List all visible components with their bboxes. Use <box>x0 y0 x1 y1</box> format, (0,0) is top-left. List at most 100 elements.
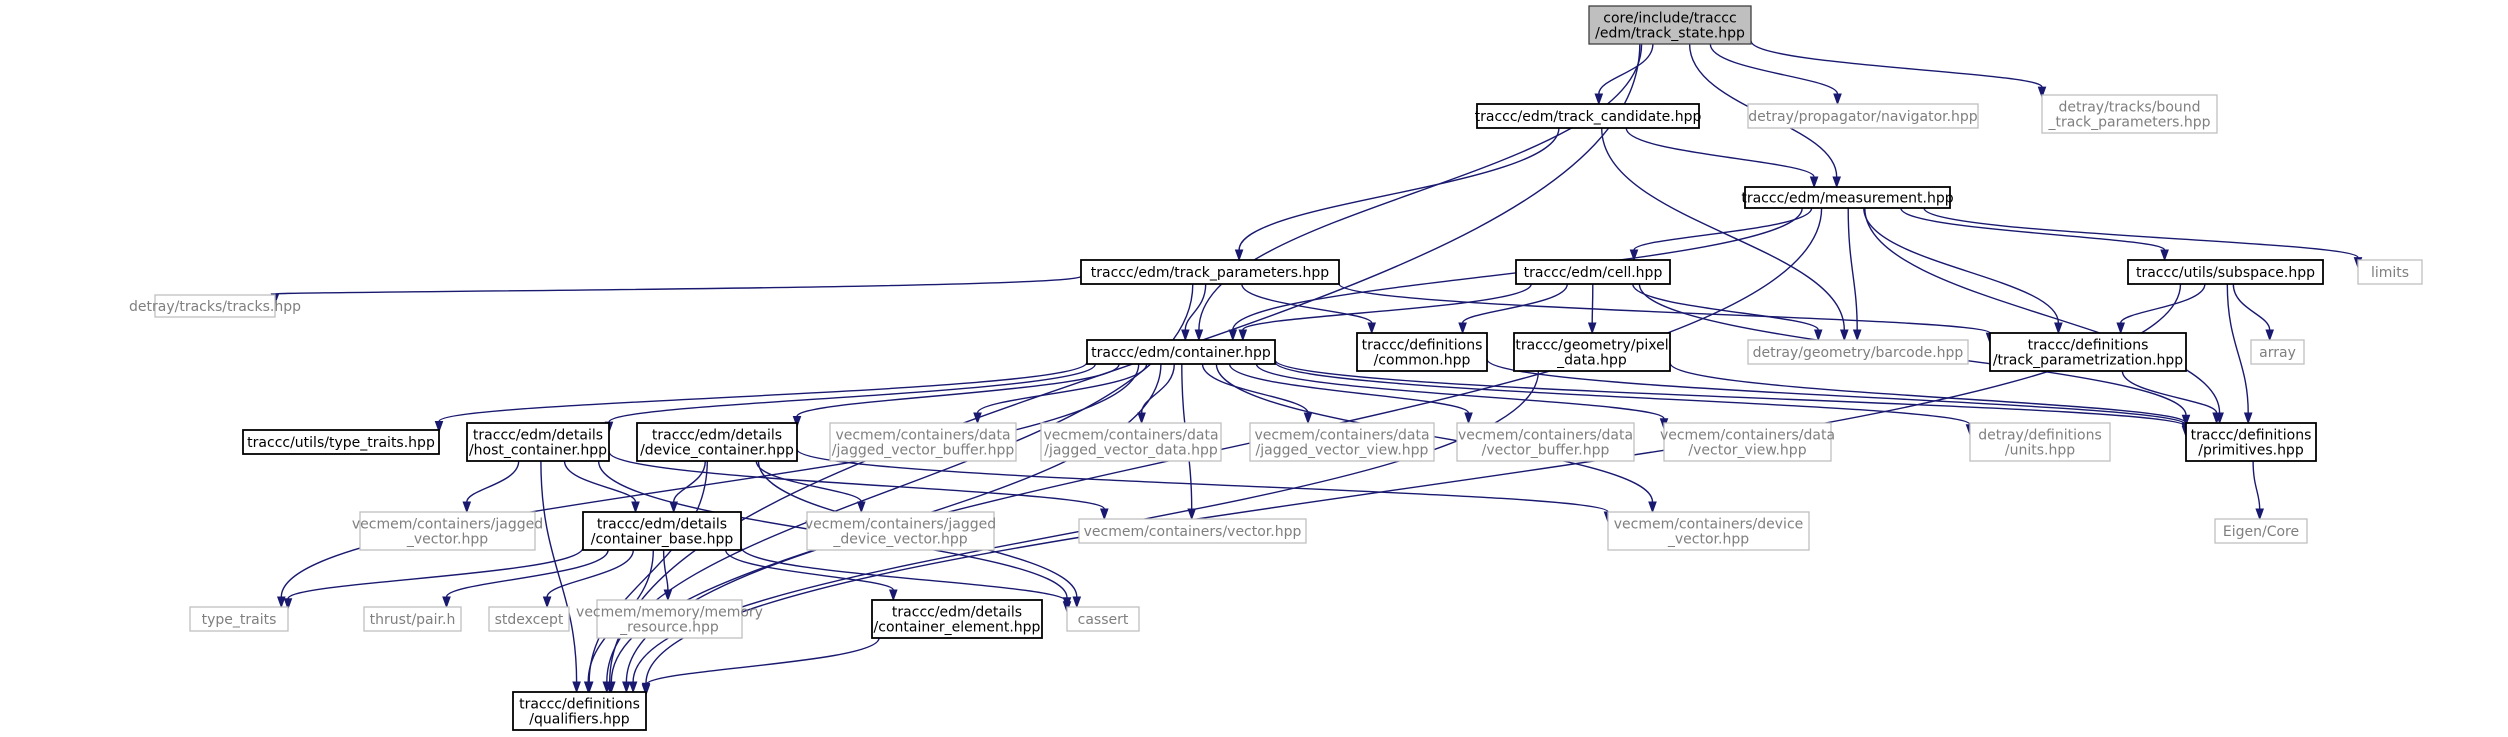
node-label: traccc/edm/container.hpp <box>1091 345 1271 361</box>
edge-common-to-primitives <box>1486 358 2187 426</box>
node-vecmem-vector: vecmem/containers/vector.hpp <box>1078 518 1307 544</box>
node-label: vecmem/containers/jagged <box>352 517 543 533</box>
arrowhead-measurement-to-subspace <box>2160 249 2169 262</box>
node-label: traccc/edm/track_parameters.hpp <box>1091 265 1330 281</box>
node-label: /qualifiers.hpp <box>529 712 630 728</box>
node-label: traccc/edm/cell.hpp <box>1524 265 1663 281</box>
node-track-candidate[interactable]: traccc/edm/track_candidate.hpp <box>1475 103 1702 129</box>
node-measurement[interactable]: traccc/edm/measurement.hpp <box>1741 186 1954 209</box>
arrowhead-measurement-to-qualifiers <box>622 681 631 694</box>
edge-host_container-to-vecmem_vector <box>608 451 1105 510</box>
edge-cell-to-container <box>1242 283 1532 331</box>
arrowhead-subspace-to-primitives <box>2243 412 2253 425</box>
node-device-container[interactable]: traccc/edm/details/device_container.hpp <box>636 422 798 462</box>
node-label: detray/propagator/navigator.hpp <box>1748 109 1978 125</box>
node-pixel-data[interactable]: traccc/geometry/pixel_data.hpp <box>1513 332 1671 372</box>
edge-cell-to-common <box>1461 283 1568 324</box>
arrowhead-track_candidate-to-track_parameters <box>1234 249 1244 262</box>
arrowhead-host_container-to-jagged_vector <box>462 501 472 514</box>
edge-track_candidate-to-barcode <box>1601 127 1845 331</box>
node-label: traccc/edm/measurement.hpp <box>1741 191 1953 207</box>
arrowhead-host_container-to-qualifiers <box>572 681 581 694</box>
node-box <box>871 599 1043 639</box>
node-container[interactable]: traccc/edm/container.hpp <box>1086 339 1276 365</box>
edge-container_element-to-qualifiers <box>645 637 880 686</box>
node-primitives[interactable]: traccc/definitions/primitives.hpp <box>2185 422 2317 462</box>
node-box <box>1513 332 1671 372</box>
node-label: traccc/definitions <box>519 697 640 713</box>
node-label: /container_element.hpp <box>874 620 1041 636</box>
node-box <box>1040 422 1222 462</box>
arrowhead-track_state-to-track_candidate <box>1594 93 1604 106</box>
node-box <box>154 294 276 318</box>
arrowhead-measurement-to-container <box>1228 329 1238 342</box>
arrowhead-container-to-device_container <box>792 416 802 428</box>
node-label: /primitives.hpp <box>2198 443 2304 459</box>
node-cassert: cassert <box>1066 606 1140 632</box>
node-box <box>1086 339 1276 365</box>
node-track-param[interactable]: traccc/definitions/track_parametrization… <box>1989 332 2187 372</box>
node-track-parameters[interactable]: traccc/edm/track_parameters.hpp <box>1080 259 1340 285</box>
node-track-state[interactable]: core/include/traccc/edm/track_state.hpp <box>1588 5 1752 45</box>
node-container-element[interactable]: traccc/edm/details/container_element.hpp <box>871 599 1043 639</box>
edge-measurement-to-track_param <box>1863 207 2060 324</box>
node-box <box>829 422 1017 462</box>
node-box <box>1744 186 1951 209</box>
node-type-traits-utils[interactable]: traccc/utils/type_traits.hpp <box>242 429 440 455</box>
node-box <box>596 599 743 639</box>
arrowhead-track_candidate-to-measurement <box>1809 176 1819 189</box>
node-label: detray/tracks/tracks.hpp <box>129 299 301 315</box>
arrowhead-track_state-to-container <box>1194 329 1204 342</box>
nodes-layer: core/include/traccc/edm/track_state.hppt… <box>129 5 2423 731</box>
node-box <box>1249 422 1435 462</box>
node-label: detray/geometry/barcode.hpp <box>1753 345 1964 361</box>
node-label: traccc/edm/details <box>892 605 1022 621</box>
edge-cell-to-pixel_data <box>1591 283 1594 324</box>
node-label: vecmem/containers/vector.hpp <box>1084 524 1302 540</box>
edge-subspace-to-primitives <box>2226 283 2249 414</box>
edge-measurement-to-primitives <box>1864 207 2221 414</box>
node-box <box>1588 5 1752 45</box>
arrowhead-cell-to-primitives <box>2181 414 2191 427</box>
node-box <box>1747 339 1969 365</box>
node-jv-buffer: vecmem/containers/data/jagged_vector_buf… <box>829 422 1017 462</box>
edge-container_base-to-thrust_pair <box>445 549 609 598</box>
node-limits: limits <box>2357 259 2423 285</box>
node-tracks: detray/tracks/tracks.hpp <box>129 294 301 318</box>
node-label: _data.hpp <box>1556 353 1627 369</box>
node-label: _device_vector.hpp <box>832 532 967 548</box>
edge-container-to-units <box>1274 361 1971 426</box>
node-subspace[interactable]: traccc/utils/subspace.hpp <box>2127 259 2324 285</box>
arrowhead-primitives-to-eigen_core <box>2255 508 2265 521</box>
node-box <box>1066 606 1140 632</box>
node-label: vecmem/containers/data <box>1254 428 1429 444</box>
node-label: /vector_buffer.hpp <box>1482 443 1610 459</box>
edge-track_parameters-to-common <box>1241 283 1373 324</box>
node-box <box>1456 422 1635 462</box>
arrowhead-track_state-to-bound_params <box>2037 86 2047 99</box>
node-label: vecmem/containers/data <box>1043 428 1218 444</box>
edge-pixel_data-to-primitives <box>1669 362 2187 424</box>
node-common[interactable]: traccc/definitions/common.hpp <box>1356 332 1488 372</box>
edge-container-to-host_container <box>608 363 1096 423</box>
arrowhead-container-to-type_traits <box>276 596 286 609</box>
node-container-base[interactable]: traccc/edm/details/container_base.hpp <box>582 511 742 551</box>
node-box <box>359 511 536 551</box>
node-label: /common.hpp <box>1374 353 1471 369</box>
arrowhead-subspace-to-track_param <box>2116 322 2126 335</box>
node-label: _track_parameters.hpp <box>2048 115 2211 131</box>
node-label: /units.hpp <box>2005 443 2075 459</box>
edge-container-to-primitives <box>1274 359 2187 428</box>
node-box <box>1663 422 1832 462</box>
node-cell[interactable]: traccc/edm/cell.hpp <box>1515 259 1671 285</box>
node-qualifiers[interactable]: traccc/definitions/qualifiers.hpp <box>512 691 647 731</box>
node-host-container[interactable]: traccc/edm/details/host_container.hpp <box>466 422 610 462</box>
node-barcode: detray/geometry/barcode.hpp <box>1747 339 1969 365</box>
node-box <box>2214 518 2308 544</box>
node-box <box>466 422 610 462</box>
edge-track_state-to-container <box>1198 43 1643 331</box>
node-box <box>242 429 440 455</box>
arrowhead-container_base-to-qualifiers <box>583 681 593 694</box>
arrowhead-container_base-to-stdexcept <box>542 596 552 609</box>
node-label: vecmem/containers/data <box>1458 428 1633 444</box>
